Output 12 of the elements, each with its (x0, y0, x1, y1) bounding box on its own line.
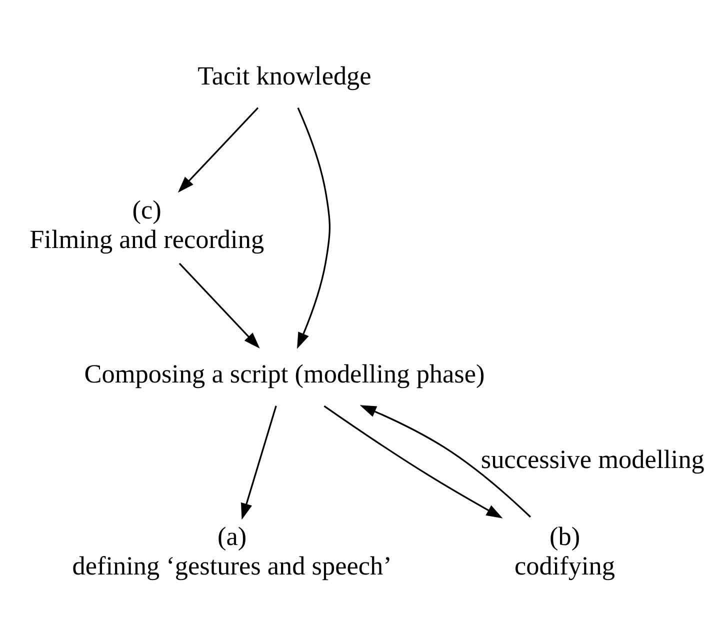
arrow (178, 262, 260, 349)
arrow (297, 107, 331, 349)
arrow (178, 107, 259, 193)
node-text: (b) codifying (514, 522, 616, 580)
node-text: Tacit knowledge (198, 61, 372, 90)
arrow (240, 406, 277, 520)
node-text: Composing a script (modelling phase) (84, 360, 485, 389)
arrow (324, 405, 503, 518)
arrow (360, 405, 532, 518)
node-text: (c) Filming and recording (30, 196, 264, 254)
edge-label: successive modelling (480, 444, 704, 474)
node-text: (a) defining ‘gestures and speech’ (72, 522, 392, 580)
